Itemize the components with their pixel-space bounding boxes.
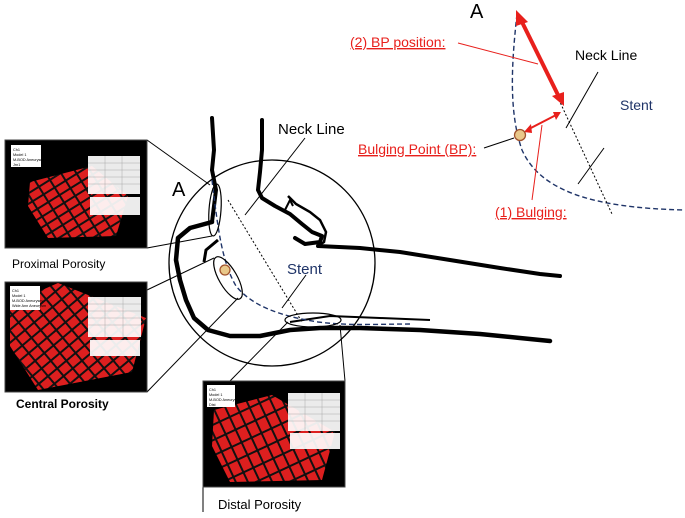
detail-neck-line-label: Neck Line — [575, 47, 637, 63]
proximal-stats-table — [88, 156, 140, 194]
detail-stent-leader — [577, 147, 605, 185]
central-region-ellipse — [213, 256, 243, 300]
vessel-branch-top — [316, 244, 562, 278]
stent-leader — [281, 274, 307, 309]
stent-curve — [211, 179, 411, 326]
detail-region-a-label: A — [470, 1, 484, 23]
distal-stats-table — [288, 393, 340, 431]
vessel-upper-wall-2 — [256, 118, 324, 246]
vessel-lower-wall-inner — [202, 238, 219, 263]
distal-info-box — [207, 385, 235, 407]
distal-info-line-4: Dist — [209, 403, 216, 407]
detail-bulging-arrow — [526, 113, 559, 131]
detail-bp-position-arrow — [519, 19, 561, 98]
detail-bulging-point-leader — [483, 137, 515, 149]
distal-porosity-caption: Distal Porosity — [218, 497, 302, 512]
vessel-lower-wall — [173, 219, 553, 344]
detail-bulging-arrowhead-b — [553, 112, 561, 120]
distal-porosity-panel: Ch1 Model 1 M-BOD Aneurysm Dist — [202, 380, 346, 488]
region-a-circle — [168, 159, 376, 367]
central-info-line-3: M-BOD Aneurysm — [12, 299, 43, 303]
proximal-stats-table-2 — [90, 197, 140, 215]
distal-connector-a — [229, 321, 289, 382]
detail-inset — [457, 10, 685, 215]
distal-info-line-2: Model 1 — [209, 393, 223, 397]
distal-info-line-1: Ch1 — [209, 388, 216, 392]
detail-bp-position-label: (2) BP position: — [350, 34, 445, 50]
proximal-region-ellipse — [208, 183, 222, 237]
aneurysm-dome-top — [287, 195, 328, 248]
distal-info-line-3: M-BOD Aneurysm — [209, 398, 240, 402]
region-a-label: A — [172, 179, 186, 201]
distal-connector-b — [339, 324, 346, 382]
stent-label: Stent — [287, 261, 323, 278]
detail-stent-label: Stent — [620, 97, 653, 113]
detail-bp-arrowhead-bottom — [552, 92, 564, 106]
proximal-info-line-3: M-BOD Aneurysm — [13, 158, 44, 162]
distal-region-ellipse — [284, 312, 342, 328]
detail-bulging-point-label: Bulging Point (BP): — [358, 141, 476, 157]
proximal-porosity-caption: Proximal Porosity — [12, 257, 105, 271]
proximal-info-line-4: Jrn1 — [13, 163, 20, 167]
central-stats-table — [88, 297, 141, 337]
central-connector-a — [146, 257, 215, 291]
central-connector-b — [146, 297, 239, 393]
vessel-sketch — [146, 116, 562, 512]
proximal-info-line-2: Model 1 — [13, 153, 27, 157]
proximal-porosity-panel: Ch1 Model 1 M-BOD Aneurysm Jrn1 — [4, 139, 148, 249]
neck-line-label: Neck Line — [278, 121, 345, 138]
neck-line-leader — [244, 137, 306, 216]
proximal-info-box — [11, 145, 41, 167]
central-porosity-panel: Ch1 Model 1 M-BOD Aneurysm Wide Ann Aneu… — [4, 281, 148, 393]
detail-bulging-point-marker — [513, 128, 527, 142]
central-porosity-caption: Central Porosity — [16, 397, 109, 411]
central-stats-table-2 — [90, 340, 140, 356]
bulging-point-marker — [219, 264, 231, 276]
detail-bp-arrowhead-top — [516, 10, 528, 26]
central-info-line-1: Ch1 — [12, 289, 19, 293]
detail-bulging-arrowhead-a — [524, 124, 532, 133]
proximal-connector-a — [146, 139, 211, 186]
detail-stent-curve — [511, 13, 685, 211]
proximal-connector-b — [146, 235, 213, 249]
detail-neck-line-leader — [565, 71, 599, 129]
central-info-box — [10, 286, 40, 310]
distal-stats-table-2 — [290, 433, 340, 449]
central-info-line-2: Model 1 — [12, 294, 26, 298]
detail-bulging-label: (1) Bulging: — [495, 204, 567, 220]
central-info-line-4: Wide Ann Aneurysm — [12, 304, 46, 308]
vessel-branch-step — [284, 197, 294, 211]
detail-bulging-leader — [531, 124, 543, 201]
vessel-outer-lower — [289, 314, 431, 323]
detail-bp-position-leader — [457, 42, 539, 65]
proximal-info-line-1: Ch1 — [13, 148, 20, 152]
